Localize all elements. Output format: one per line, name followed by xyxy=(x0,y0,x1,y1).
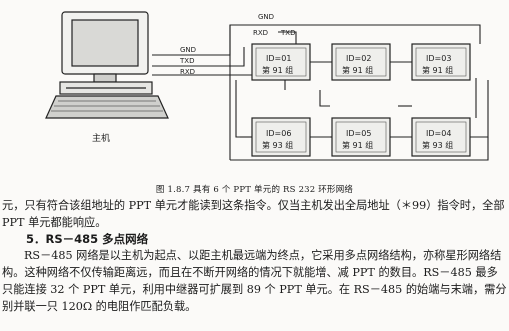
section-heading: 5．RS－485 多点网络 xyxy=(26,232,149,246)
unit-group: 第 93 组 xyxy=(422,140,453,150)
figure-caption: 图 1.8.7 具有 6 个 PPT 单元的 RS 232 环形网络 xyxy=(155,185,354,195)
unit-id: ID=05 xyxy=(346,129,371,138)
ppt-unit-03: ID=03 第 91 组 xyxy=(411,43,471,81)
unit-id: ID=03 xyxy=(426,54,451,63)
ring-network-diagram: 主机 GND RXD TXD GND TXD RXD ID=01 第 91 组 … xyxy=(45,11,489,161)
unit-id: ID=06 xyxy=(266,129,291,138)
ppt-unit-06: ID=06 第 93 组 xyxy=(251,117,311,157)
paragraph-1: 元，只有符合该组地址的 PPT 单元才能读到这条指令。仅当主机发出全局地址（＊9… xyxy=(2,199,505,229)
rxd-left-label: RXD xyxy=(180,68,195,76)
unit-group: 第 91 组 xyxy=(262,65,293,75)
unit-group: 第 91 组 xyxy=(342,65,373,75)
host-label: 主机 xyxy=(92,132,110,144)
host-computer-icon xyxy=(45,11,169,119)
gnd-top-label: GND xyxy=(258,13,274,21)
ppt-unit-04: ID=04 第 93 组 xyxy=(411,117,471,157)
unit-id: ID=04 xyxy=(426,129,451,138)
gnd-left-label: GND xyxy=(180,46,196,54)
unit-id: ID=01 xyxy=(266,54,291,63)
paragraph-2: RS－485 网络是以主机为起点、以距主机最远端为终点，它采用多点网络结构，亦称… xyxy=(2,249,507,313)
unit-group: 第 93 组 xyxy=(262,140,293,150)
ppt-unit-05: ID=05 第 91 组 xyxy=(331,117,391,157)
ppt-unit-01: ID=01 第 91 组 xyxy=(251,43,311,81)
unit-id: ID=02 xyxy=(346,54,371,63)
txd-top-label: TXD xyxy=(280,29,295,37)
rxd-top-label: RXD xyxy=(253,29,268,37)
ppt-unit-02: ID=02 第 91 组 xyxy=(331,43,391,81)
txd-left-label: TXD xyxy=(179,57,194,65)
unit-group: 第 91 组 xyxy=(342,140,373,150)
unit-group: 第 91 组 xyxy=(422,65,453,75)
